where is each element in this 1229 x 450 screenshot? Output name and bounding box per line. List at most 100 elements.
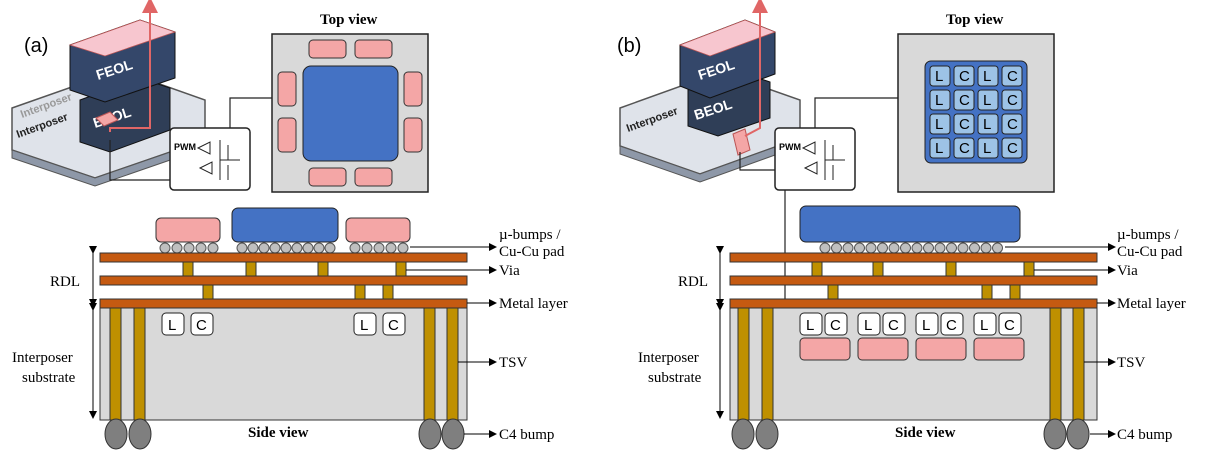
lc-label: C: [388, 317, 399, 334]
via: [811, 261, 823, 277]
pwm-label: PWM: [174, 142, 196, 152]
tsv-label: TSV: [499, 355, 528, 371]
top-view-lc-die: [924, 60, 1028, 164]
panel-b-pwm-box: PWM: [774, 127, 856, 191]
side-inductor-die: [345, 217, 411, 243]
grid-cell-label: C: [959, 92, 970, 109]
tsv: [1072, 307, 1085, 421]
grid-cell-label: L: [935, 140, 943, 157]
inductor-box: [915, 312, 939, 336]
top-view-die: [302, 65, 399, 162]
micro-bump: [877, 242, 888, 254]
panel-b-label: (b): [617, 35, 641, 57]
via-label: Via: [499, 263, 520, 279]
metal-layer: [729, 298, 1098, 309]
bumps-label-line2: Cu-Cu pad: [499, 244, 565, 260]
grid-cell: [977, 113, 999, 135]
c4-bump: [1066, 418, 1090, 450]
via: [354, 284, 366, 300]
lc-label: L: [980, 317, 988, 334]
top-view-inductor: [308, 167, 347, 187]
grid-cell: [929, 137, 951, 159]
lc-label: L: [922, 317, 930, 334]
capacitor-box: [940, 312, 964, 336]
grid-cell: [929, 65, 951, 87]
micro-bump: [195, 242, 207, 254]
top-view-inductor: [277, 71, 297, 107]
lc-label: C: [888, 317, 899, 334]
panel-a-left-labels: RDL Interposer substrate: [12, 246, 97, 419]
tsv: [133, 307, 146, 421]
panel-a-iso-illustration: Interposer Interposer BEOL FEOL: [11, 0, 206, 187]
grid-cell: [953, 137, 975, 159]
tsv: [737, 307, 750, 421]
panel-a-label: (a): [24, 35, 48, 57]
micro-bump: [313, 242, 325, 254]
micro-bumps-row: [819, 242, 1003, 254]
top-view-inductor: [403, 117, 423, 153]
panel-b-side-view: L C L C L C L C Side view: [729, 205, 1098, 450]
c4-label: C4 bump: [499, 427, 554, 443]
micro-bump: [831, 242, 842, 254]
grid-cell-label: L: [935, 92, 943, 109]
panel-a-right-labels: µ-bumps / Cu-Cu pad Via Metal layer TSV …: [406, 227, 568, 443]
grid-cell-label: C: [1007, 68, 1018, 85]
side-inductor: [857, 337, 909, 361]
via-label: Via: [1117, 263, 1138, 279]
micro-bump: [819, 242, 831, 254]
metal-layer-label: Metal layer: [1117, 296, 1186, 312]
via: [1023, 261, 1035, 277]
top-view-inductor: [403, 71, 423, 107]
micro-bump: [957, 242, 969, 254]
micro-bump: [854, 242, 865, 254]
via: [182, 261, 194, 277]
via: [382, 284, 394, 300]
tsv: [423, 307, 436, 421]
micro-bump: [291, 242, 303, 254]
capacitor-box: [824, 312, 848, 336]
micro-bump: [900, 242, 911, 254]
top-view-inductor: [354, 167, 393, 187]
grid-cell-label: C: [1007, 116, 1018, 133]
micro-bump: [324, 242, 336, 254]
grid-cell-label: L: [983, 68, 991, 85]
lc-label: L: [806, 317, 814, 334]
pwm-transistor-icon: [824, 140, 845, 180]
inductor-box: [973, 312, 997, 336]
grid-cell: [1001, 65, 1023, 87]
metal-layer: [99, 298, 468, 309]
micro-bump: [183, 242, 195, 254]
grid-cell-label: C: [959, 116, 970, 133]
capacitor-box: [382, 312, 406, 336]
metal-layer: [99, 275, 468, 286]
grid-cell-label: L: [983, 116, 991, 133]
top-view-title: Top view: [320, 12, 378, 28]
bumps-label-line1: µ-bumps /: [1117, 227, 1179, 243]
grid-cell-label: C: [959, 68, 970, 85]
tsv-label: TSV: [1117, 355, 1146, 371]
micro-bump: [946, 242, 957, 254]
c4-bump: [418, 418, 442, 450]
lc-label: C: [830, 317, 841, 334]
panel-b-left-labels: RDL Interposer substrate: [638, 246, 724, 419]
via: [202, 284, 214, 300]
micro-bump: [247, 242, 259, 254]
inductor-box: [161, 312, 185, 336]
feol-top-grid: [678, 19, 777, 57]
via: [945, 261, 957, 277]
panel-b-right-labels: µ-bumps / Cu-Cu pad Via Metal layer TSV …: [1005, 227, 1186, 443]
interposer-substrate: [729, 307, 1098, 421]
grid-cell-label: L: [983, 92, 991, 109]
capacitor-box: [882, 312, 906, 336]
micro-bump: [992, 242, 1003, 254]
grid-cell-label: C: [959, 140, 970, 157]
micro-bump: [888, 242, 900, 254]
pwm-label: PWM: [779, 142, 801, 152]
micro-bump: [236, 242, 248, 254]
feol-top-grid: [68, 19, 177, 57]
via: [872, 261, 884, 277]
substrate-label-line2: substrate: [22, 370, 76, 386]
c4-bump: [1043, 418, 1067, 450]
